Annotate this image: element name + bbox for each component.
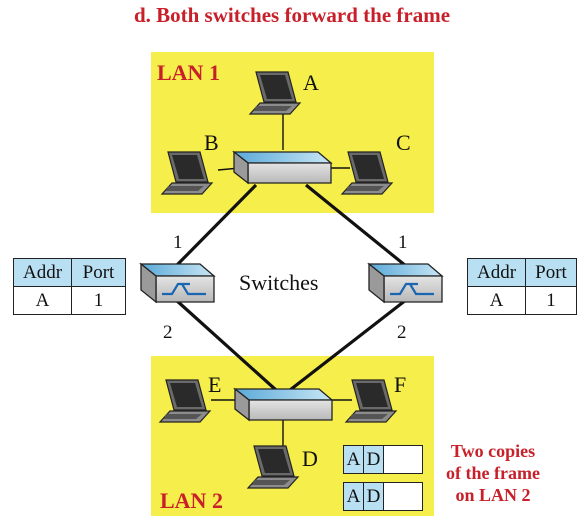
right-table-addr: A (467, 286, 526, 315)
frame-2-source: A (344, 483, 364, 510)
left-table-port: 1 (71, 286, 126, 315)
frame-2-data (384, 483, 422, 510)
left-switch-table: Addr Port A 1 (13, 258, 126, 315)
station-c-label: C (396, 130, 411, 155)
right-table-header-port: Port (525, 258, 577, 287)
frame-1-source: A (344, 446, 364, 473)
left-table-header-port: Port (71, 258, 126, 287)
right-switch-port-2: 2 (397, 322, 407, 343)
right-table-header-addr: Addr (467, 258, 526, 287)
left-switch (139, 262, 216, 304)
station-d-label: D (302, 446, 318, 471)
left-table-addr: A (13, 286, 72, 315)
lan1-hub (232, 150, 333, 185)
station-a-laptop (249, 71, 301, 115)
frame-copy-1: A D (343, 445, 423, 474)
station-f-laptop (345, 379, 397, 423)
backbone-links (174, 183, 408, 392)
right-switch (367, 262, 444, 304)
station-a-label: A (303, 70, 319, 95)
left-table-header-addr: Addr (13, 258, 72, 287)
note-line-2: of the frame (446, 463, 540, 483)
frame-1-destination: D (364, 446, 384, 473)
station-b-label: B (204, 130, 219, 155)
right-table-port: 1 (525, 286, 577, 315)
lan1-label: LAN 1 (157, 60, 220, 85)
left-switch-port-1: 1 (173, 232, 183, 253)
right-switch-port-1: 1 (398, 232, 408, 253)
note-line-1: Two copies (450, 441, 536, 461)
lan2-label: LAN 2 (160, 488, 223, 513)
station-e-label: E (208, 372, 222, 397)
frame-copy-2: A D (343, 482, 423, 511)
station-d-laptop (247, 445, 299, 489)
frame-2-destination: D (364, 483, 384, 510)
switches-label: Switches (239, 270, 319, 295)
station-e-laptop (159, 379, 211, 423)
note-line-3: on LAN 2 (455, 485, 531, 505)
station-b-laptop (161, 151, 213, 195)
lan2-hub (233, 387, 334, 422)
station-f-label: F (394, 372, 407, 397)
two-copies-note: Two copies of the frame on LAN 2 (418, 440, 568, 506)
station-c-laptop (341, 151, 393, 195)
diagram-title: d. Both switches forward the frame (133, 3, 451, 27)
frame-1-data (384, 446, 422, 473)
left-switch-port-2: 2 (163, 322, 173, 343)
right-switch-table: Addr Port A 1 (467, 258, 577, 315)
